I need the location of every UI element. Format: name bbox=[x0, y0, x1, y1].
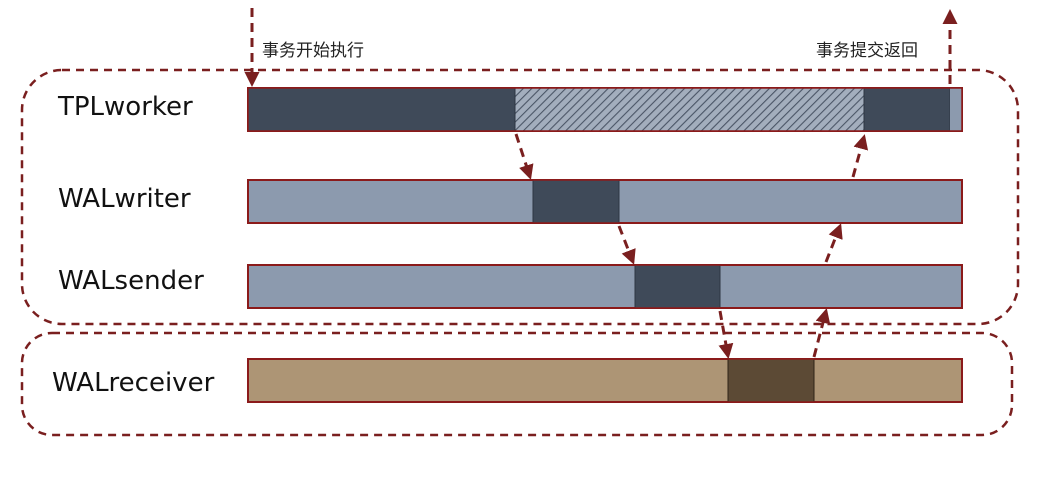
tplworker-execute-segment bbox=[247, 87, 516, 132]
walreceiver-active-segment bbox=[727, 358, 815, 403]
standby-group-boundary bbox=[20, 331, 1014, 437]
arrow-tplworker-to-walwriter bbox=[514, 133, 534, 180]
annotation-start: 事务开始执行 bbox=[262, 41, 364, 61]
annotation-end: 事务提交返回 bbox=[816, 41, 918, 61]
tplworker-commit-segment bbox=[863, 87, 951, 132]
walwriter-active-segment bbox=[532, 179, 620, 224]
row-label-walwriter: WALwriter bbox=[58, 184, 191, 214]
tplworker-wait-segment bbox=[514, 87, 865, 132]
arrow-walsender-to-walwriter bbox=[824, 223, 843, 263]
bar-walsender bbox=[247, 264, 963, 309]
bar-walwriter bbox=[247, 179, 963, 224]
arrow-walreceiver-to-walsender bbox=[812, 308, 831, 358]
arrow-walsender-to-walreceiver bbox=[718, 310, 734, 359]
walsender-active-segment bbox=[634, 264, 721, 309]
row-label-tplworker: TPLworker bbox=[58, 92, 193, 122]
primary-group-boundary bbox=[20, 68, 1020, 326]
bar-tplworker bbox=[247, 87, 963, 132]
arrow-walwriter-to-walsender bbox=[617, 225, 636, 265]
bar-walreceiver bbox=[247, 358, 963, 403]
arrow-walwriter-to-tplworker bbox=[851, 134, 869, 178]
row-label-walreceiver: WALreceiver bbox=[52, 368, 215, 398]
row-label-walsender: WALsender bbox=[58, 266, 204, 296]
